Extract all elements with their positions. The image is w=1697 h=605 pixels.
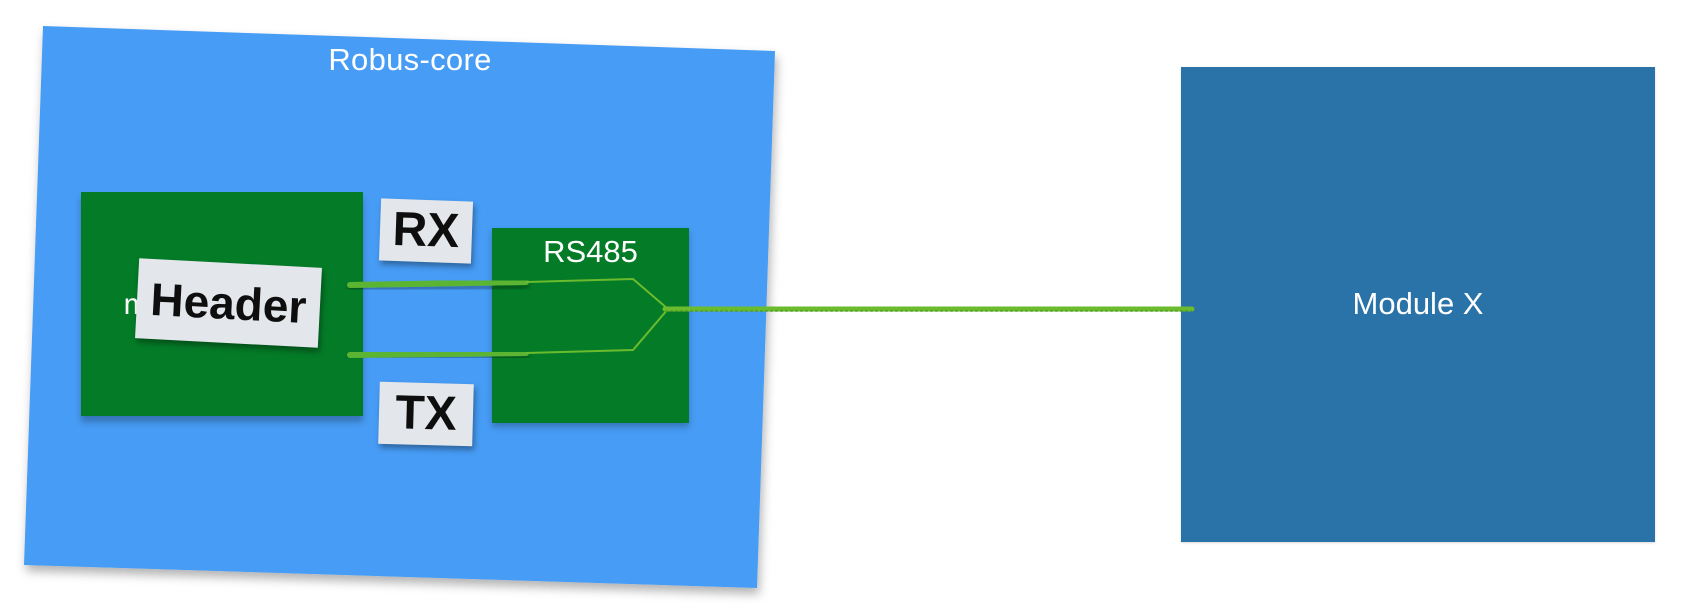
rx-tag: RX: [378, 198, 474, 264]
module-x-label: Module X: [1352, 286, 1484, 321]
tx-tag: TX: [378, 381, 474, 447]
rs485-label: RS485: [543, 234, 638, 269]
module-x-box: Module X: [1181, 67, 1655, 542]
header-tag: Header: [135, 258, 322, 348]
rs485-box: RS485: [492, 228, 689, 423]
robus-core-title: Robus-core: [328, 42, 492, 77]
robus-core-background: [24, 26, 775, 588]
